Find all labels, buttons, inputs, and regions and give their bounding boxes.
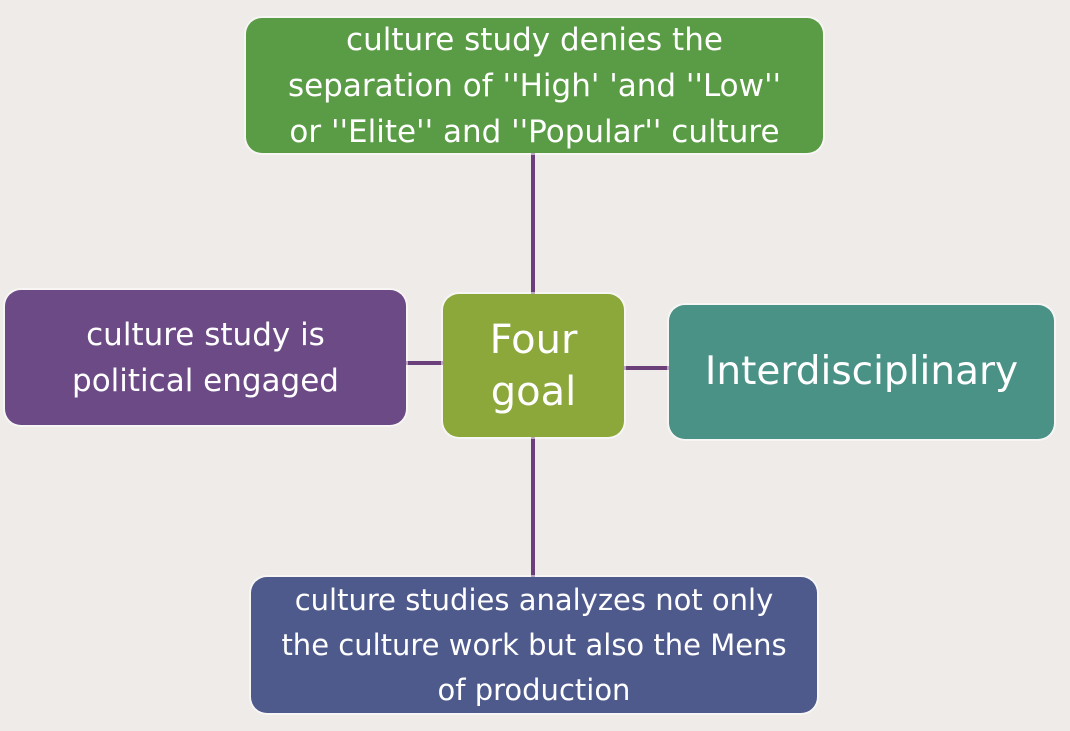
- right-goal-label: Interdisciplinary: [704, 349, 1019, 394]
- bottom-goal-label: culture studies analyzes not only the cu…: [281, 582, 787, 707]
- center-label: Four goal: [489, 316, 578, 415]
- connector-right: [624, 366, 669, 370]
- connector-left: [406, 361, 443, 365]
- bottom-goal-node: culture studies analyzes not only the cu…: [251, 577, 817, 713]
- right-goal-node: Interdisciplinary: [669, 305, 1054, 439]
- left-goal-label: culture study is political engaged: [72, 316, 339, 399]
- top-goal-node: culture study denies the separation of '…: [246, 18, 823, 153]
- center-node: Four goal: [443, 294, 624, 437]
- top-goal-label: culture study denies the separation of '…: [287, 21, 782, 150]
- left-goal-node: culture study is political engaged: [5, 290, 406, 425]
- connector-top: [531, 153, 535, 294]
- connector-bottom: [531, 437, 535, 577]
